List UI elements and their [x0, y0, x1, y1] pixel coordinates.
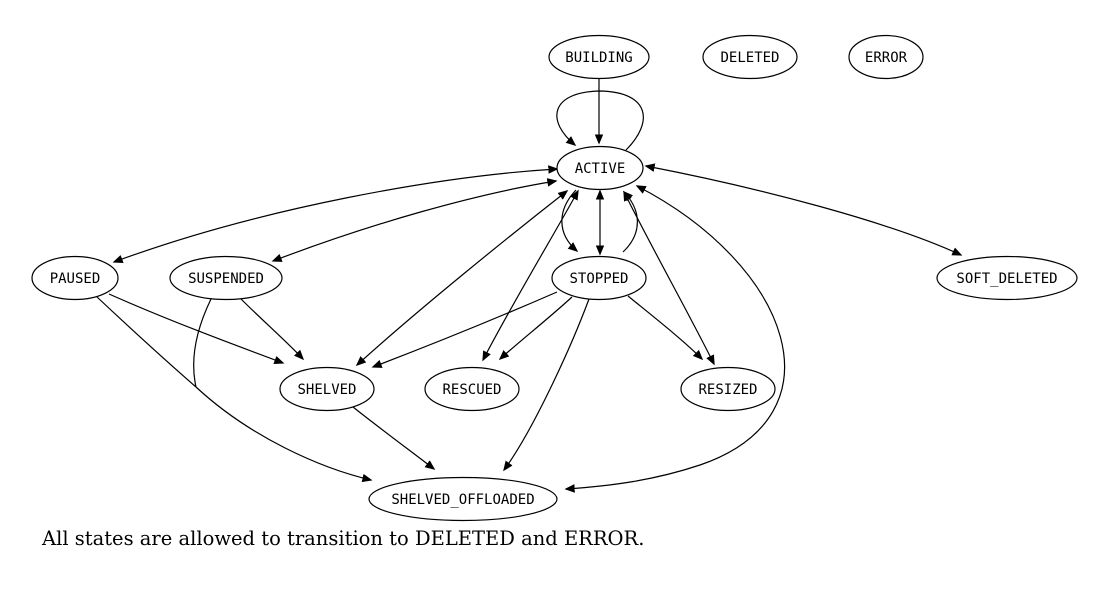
edge-stopped-shelved — [371, 291, 558, 368]
node-shelved-label: SHELVED — [297, 382, 356, 398]
node-building-label: BUILDING — [565, 50, 632, 66]
node-suspended: SUSPENDED — [169, 255, 283, 301]
edge-suspended-shelved — [239, 297, 305, 361]
node-suspended-label: SUSPENDED — [188, 271, 264, 287]
node-rescued-label: RESCUED — [442, 382, 501, 398]
edge-stopped-rescued — [498, 296, 573, 361]
edge-suspended-merge-segment — [193, 298, 212, 388]
node-shelved: SHELVED — [279, 366, 375, 412]
node-shelved-offloaded: SHELVED_OFFLOADED — [368, 476, 558, 522]
node-stopped: STOPPED — [551, 255, 647, 301]
node-paused: PAUSED — [31, 255, 119, 301]
edge-active-suspended — [271, 178, 558, 262]
node-error-label: ERROR — [865, 50, 908, 66]
node-rescued: RESCUED — [424, 366, 520, 412]
edge-paused-merge-segment — [96, 296, 197, 388]
edge-active-paused — [112, 165, 559, 264]
node-deleted-label: DELETED — [720, 50, 779, 66]
node-paused-label: PAUSED — [50, 271, 101, 287]
node-active: ACTIVE — [556, 145, 644, 191]
node-rescued-ellipse — [424, 366, 520, 412]
node-stopped-ellipse — [551, 255, 647, 301]
node-shelved-offloaded-ellipse — [368, 476, 558, 522]
node-resized-ellipse — [680, 366, 776, 412]
edge-paused-shelved — [108, 293, 285, 364]
edge-stopped-resized — [627, 295, 704, 361]
node-active-label: ACTIVE — [575, 161, 626, 177]
node-building: BUILDING — [548, 34, 650, 80]
node-active-ellipse — [556, 145, 644, 191]
node-deleted-ellipse — [702, 34, 798, 80]
node-resized-label: RESIZED — [698, 382, 757, 398]
edge-active-self-loop — [556, 90, 644, 151]
node-paused-ellipse — [31, 255, 119, 301]
edge-active-soft-deleted — [644, 163, 963, 256]
edge-active-shelved-offloaded — [564, 185, 786, 493]
edge-stopped-shelved-offloaded — [503, 298, 590, 472]
node-soft-deleted-ellipse — [936, 255, 1078, 301]
node-shelved-ellipse — [279, 366, 375, 412]
node-soft-deleted: SOFT_DELETED — [936, 255, 1078, 301]
edge-group — [96, 79, 963, 493]
edge-merge-shelved-offloaded — [195, 386, 373, 483]
node-stopped-label: STOPPED — [569, 271, 628, 287]
node-error-ellipse — [848, 34, 924, 80]
node-soft-deleted-label: SOFT_DELETED — [956, 271, 1057, 287]
diagram-caption: All states are allowed to transition to … — [41, 527, 644, 550]
edge-shelved-shelved-offloaded — [352, 406, 436, 470]
node-suspended-ellipse — [169, 255, 283, 301]
node-error: ERROR — [848, 34, 924, 80]
node-deleted: DELETED — [702, 34, 798, 80]
edge-stopped-active-right-curve — [622, 190, 638, 253]
edge-active-shelved — [355, 190, 569, 367]
node-shelved-offloaded-label: SHELVED_OFFLOADED — [391, 492, 534, 508]
edge-active-stopped-left-curve — [561, 189, 579, 252]
node-building-ellipse — [548, 34, 650, 80]
node-resized: RESIZED — [680, 366, 776, 412]
